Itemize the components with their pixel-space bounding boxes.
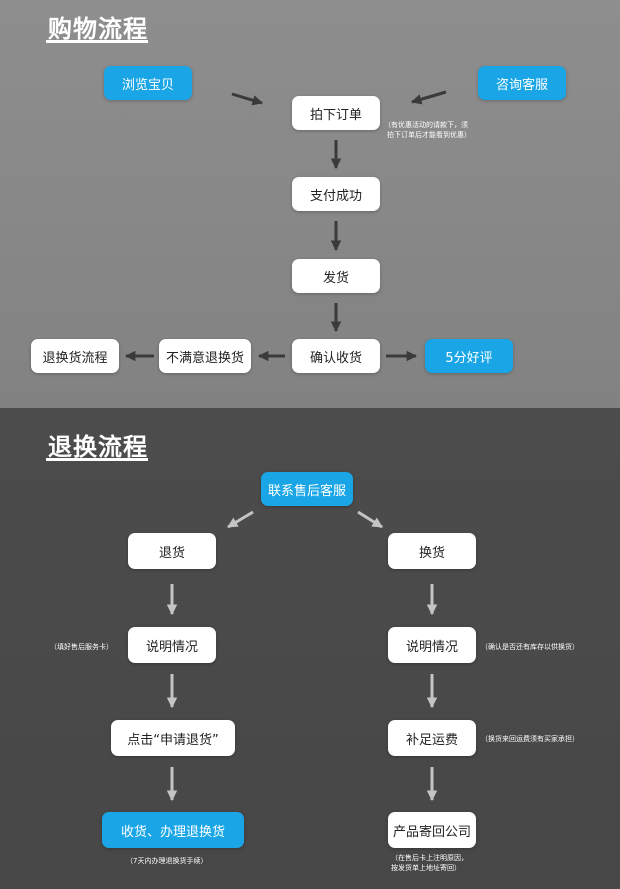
unsatisfied-return-node: 不满意退换货 [159,339,251,373]
apply-return-node: 点击“申请退货” [111,720,235,756]
return-process-title: 退换流程 [48,433,148,461]
shopping-process-title: 购物流程 [48,15,148,43]
send-back-node: 产品寄回公司 [388,812,476,848]
place-order-note-line2: 拍下订单后才能看到优惠） [387,131,471,139]
title-underline [46,40,148,43]
explain-right-note: （确认是否还有库存以供换货） [481,643,579,651]
explain-left-note: （填好售后服务卡） [50,643,113,651]
confirm-receipt-node: 确认收货 [292,339,380,373]
explain-situation-left-node: 说明情况 [128,627,216,663]
return-process-node: 退换货流程 [31,339,119,373]
return-goods-node: 退货 [128,533,216,569]
send-back-note: （在售后卡上注明原因， 按发货单上地址寄回） [391,853,468,873]
title-underline [46,458,148,461]
five-star-review-node: 5分好评 [425,339,513,373]
receive-handle-note: （7天内办理退换货手续） [126,857,208,865]
payment-success-node: 支付成功 [292,177,380,211]
pay-freight-node: 补足运费 [388,720,476,756]
contact-aftersales-node: 联系售后客服 [261,472,353,506]
receive-handle-node: 收货、办理退换货 [102,812,244,848]
send-back-note-line2: 按发货单上地址寄回） [391,864,461,872]
ship-node: 发货 [292,259,380,293]
place-order-node: 拍下订单 [292,96,380,130]
place-order-note: （有优惠活动的请款下，须 拍下订单后才能看到优惠） [384,120,471,140]
consult-service-node: 咨询客服 [478,66,566,100]
send-back-note-line1: （在售后卡上注明原因， [391,854,468,862]
place-order-note-line1: （有优惠活动的请款下，须 [384,121,468,129]
pay-freight-note: （换货来回运费须有买家承担） [481,735,579,743]
explain-situation-right-node: 说明情况 [388,627,476,663]
browse-items-node: 浏览宝贝 [104,66,192,100]
exchange-goods-node: 换货 [388,533,476,569]
